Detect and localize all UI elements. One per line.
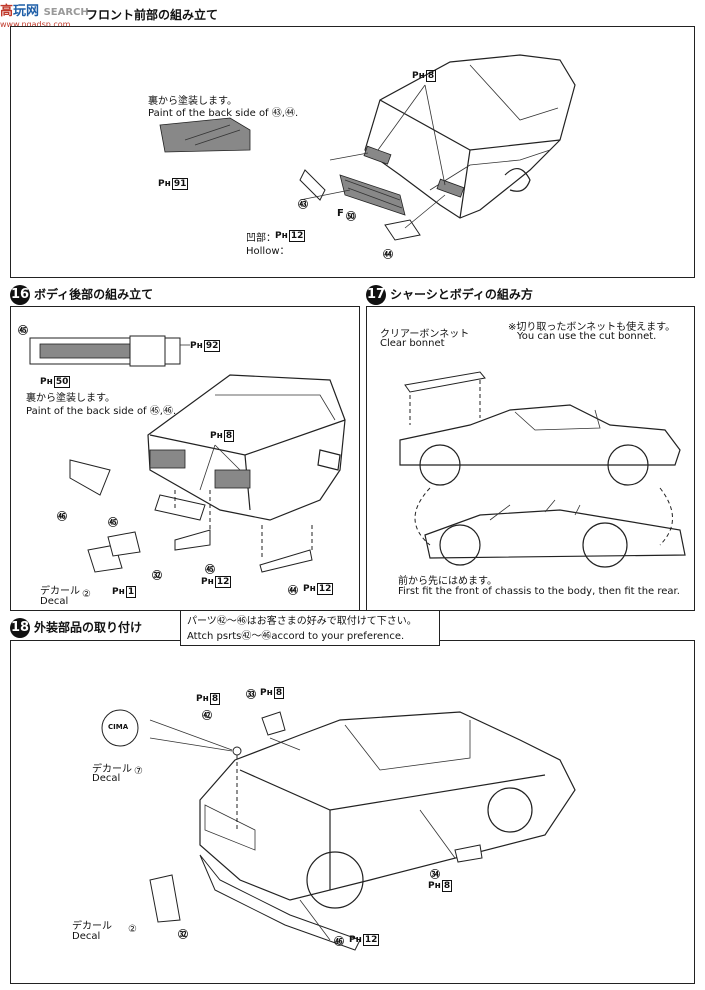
step17-bonnet-jp: クリアーボンネット [380, 329, 470, 340]
step15-car-drawing [363, 54, 576, 219]
step17-note-en: You can use the cut bonnet. [517, 331, 657, 342]
step16-title-row: 16 ボディ後部の組み立て [10, 285, 153, 305]
step18-part-46: ㊻ [334, 937, 344, 948]
step15-hollow-en: Hollow： [246, 246, 290, 257]
step18-car-drawing [199, 711, 576, 951]
step16-part-56: ㊻ [57, 512, 67, 523]
step15-ph91: 91 [171, 178, 189, 190]
step16-ph92: 92 [203, 340, 221, 352]
step18-title-row: 18 外装部品の取り付け [10, 618, 142, 638]
step16-ph1: 1 [125, 586, 137, 598]
step18-ph8a: 8 [209, 693, 221, 705]
step18-decal-jp2: デカール [72, 921, 112, 932]
step16-decal-jp: デカール [40, 586, 80, 597]
step16-part-45: ㊺ [205, 565, 215, 576]
step16-paint-jp: 裏から塗装します。 [26, 393, 115, 404]
step17-chassis-drawing [424, 499, 686, 568]
step18-part-34: ㉞ [430, 870, 440, 881]
step16-paint-en: Paint of the back side of ㊺,㊻. [26, 406, 177, 417]
step17-clear-bonnet [404, 371, 486, 393]
step17-bonnet-en: Clear bonnet [380, 338, 445, 349]
step16-part-44: ㊹ [288, 586, 298, 597]
step18-decal-num2: ② [128, 924, 137, 935]
step16-part-55b: ㊺ [108, 518, 118, 529]
step15-ph12: 12 [288, 230, 306, 242]
step15-panel [10, 26, 695, 278]
step16-ph12a: 12 [214, 576, 232, 588]
step16-car-drawing [147, 374, 346, 521]
step15-part-53: ㊸ [298, 200, 308, 211]
step16-ph8: 8 [223, 430, 235, 442]
watermark-text-b: 玩网 [13, 4, 40, 19]
step16-ph12b: 12 [316, 583, 334, 595]
step17-number: 17 [366, 285, 386, 305]
step18-note-jp: パーツ㊷〜㊻はお客さまの好みで取付けて下さい。 [187, 616, 417, 627]
step15-paint-jp: 裏から塗装します。 [148, 96, 237, 107]
step17-note-jp: ※切り取ったボンネットも使えます。 [508, 322, 676, 333]
step18-part-42: ㊷ [202, 711, 212, 722]
step15-title: フロント前部の組み立て [86, 8, 219, 22]
step15-lens-part [159, 117, 251, 153]
step18-part-32: ㉜ [178, 930, 188, 941]
step18-decal-en1: Decal [92, 773, 121, 784]
watermark-logo: 高玩网 SEARCH [0, 0, 89, 19]
step16-number: 16 [10, 285, 30, 305]
step18-emblem-text: CIMA [108, 723, 129, 731]
step15-hollow-jp: 凹部： [246, 233, 276, 244]
step16-decal-en: Decal [40, 596, 69, 607]
step18-ph8c: 8 [441, 880, 453, 892]
step18-part-33: ㉝ [246, 690, 256, 701]
step15-paint-en: Paint of the back side of ㊸,㊹. [148, 108, 299, 119]
step17-title: シャーシとボディの組み方 [390, 287, 533, 302]
step16-title: ボディ後部の組み立て [34, 287, 154, 302]
watermark-text-c: SEARCH [43, 7, 89, 18]
step18-ph12: 12 [362, 934, 380, 946]
step18-number: 18 [10, 618, 30, 638]
step17-fit-en: First fit the front of chassis to the bo… [398, 586, 680, 597]
step18-panel [10, 640, 695, 984]
step18-note-en: Attch psrts㊷〜㊻accord to your preference. [187, 631, 405, 642]
step16-decal-num: ② [82, 589, 91, 600]
step16-part-55a: ㊺ [18, 326, 28, 337]
step15-part-54: ㊹ [383, 250, 393, 261]
step15-ph8: 8 [425, 70, 437, 82]
step15-part-F: F [337, 208, 344, 219]
step18-ph8b: 8 [273, 687, 285, 699]
step17-body-drawing [399, 404, 681, 486]
step17-fit-jp: 前から先にはめます。 [398, 576, 497, 587]
step16-ph50: 50 [53, 376, 71, 388]
step18-decal-jp1: デカール [92, 764, 132, 775]
step18-decal-en2: Decal [72, 931, 101, 942]
step18-preference-note: パーツ㊷〜㊻はお客さまの好みで取付けて下さい。 Attch psrts㊷〜㊻ac… [180, 610, 440, 646]
step15-part-85: ㊿ [346, 212, 356, 223]
step16-part-32: ㉜ [152, 571, 162, 582]
step18-decal-num1: ⑦ [134, 766, 143, 777]
step18-title: 外装部品の取り付け [34, 620, 143, 635]
step17-title-row: 17 シャーシとボディの組み方 [366, 285, 533, 305]
watermark-url: www.ngadsp.com [0, 20, 71, 29]
watermark-text-a: 高 [0, 4, 14, 19]
